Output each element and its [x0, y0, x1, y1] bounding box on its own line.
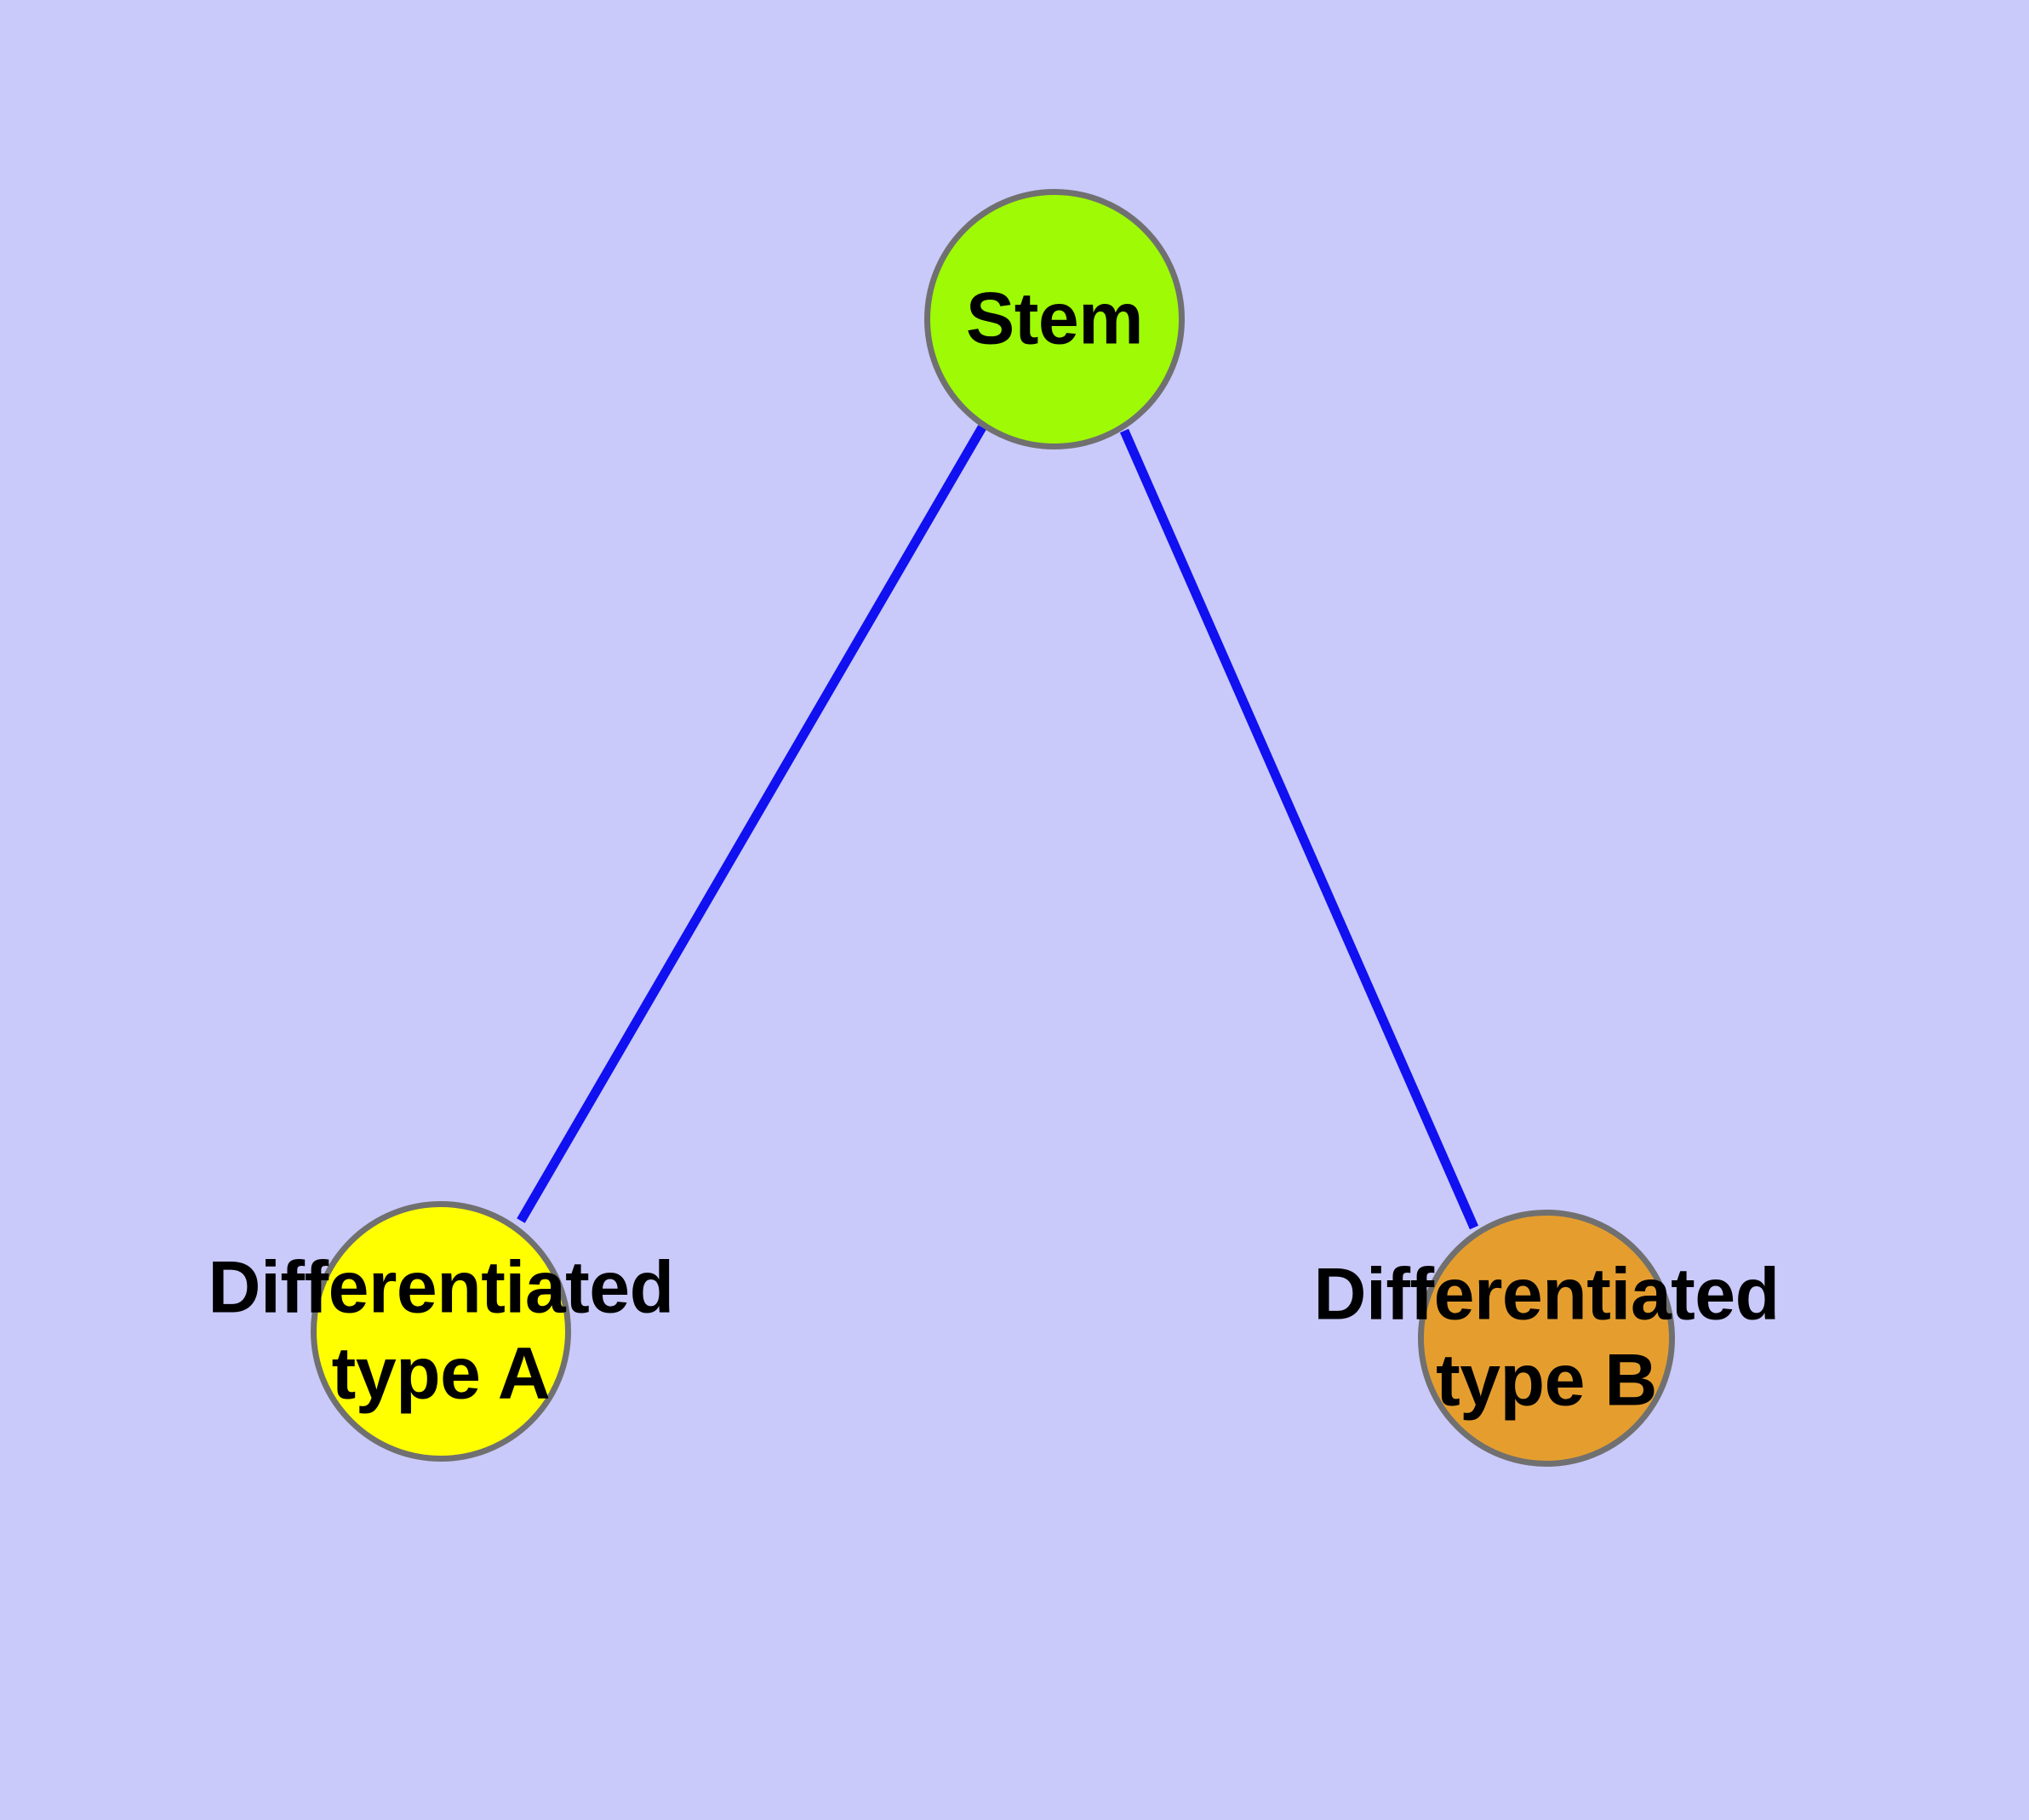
node-circle-stem[interactable] — [924, 189, 1185, 449]
node-circle-diff_b[interactable] — [1418, 1210, 1675, 1467]
graph-edge-stem-to-diff-a — [517, 425, 986, 1223]
node-circle-diff_a[interactable] — [311, 1201, 571, 1462]
graph-node-diff_b[interactable]: Differentiated type B — [1313, 1210, 1780, 1467]
graph-edge-stem-to-diff-b — [1119, 428, 1479, 1230]
graph-node-stem[interactable]: Stem — [924, 189, 1185, 449]
graph-node-diff_a[interactable]: Differentiated type A — [208, 1201, 674, 1462]
